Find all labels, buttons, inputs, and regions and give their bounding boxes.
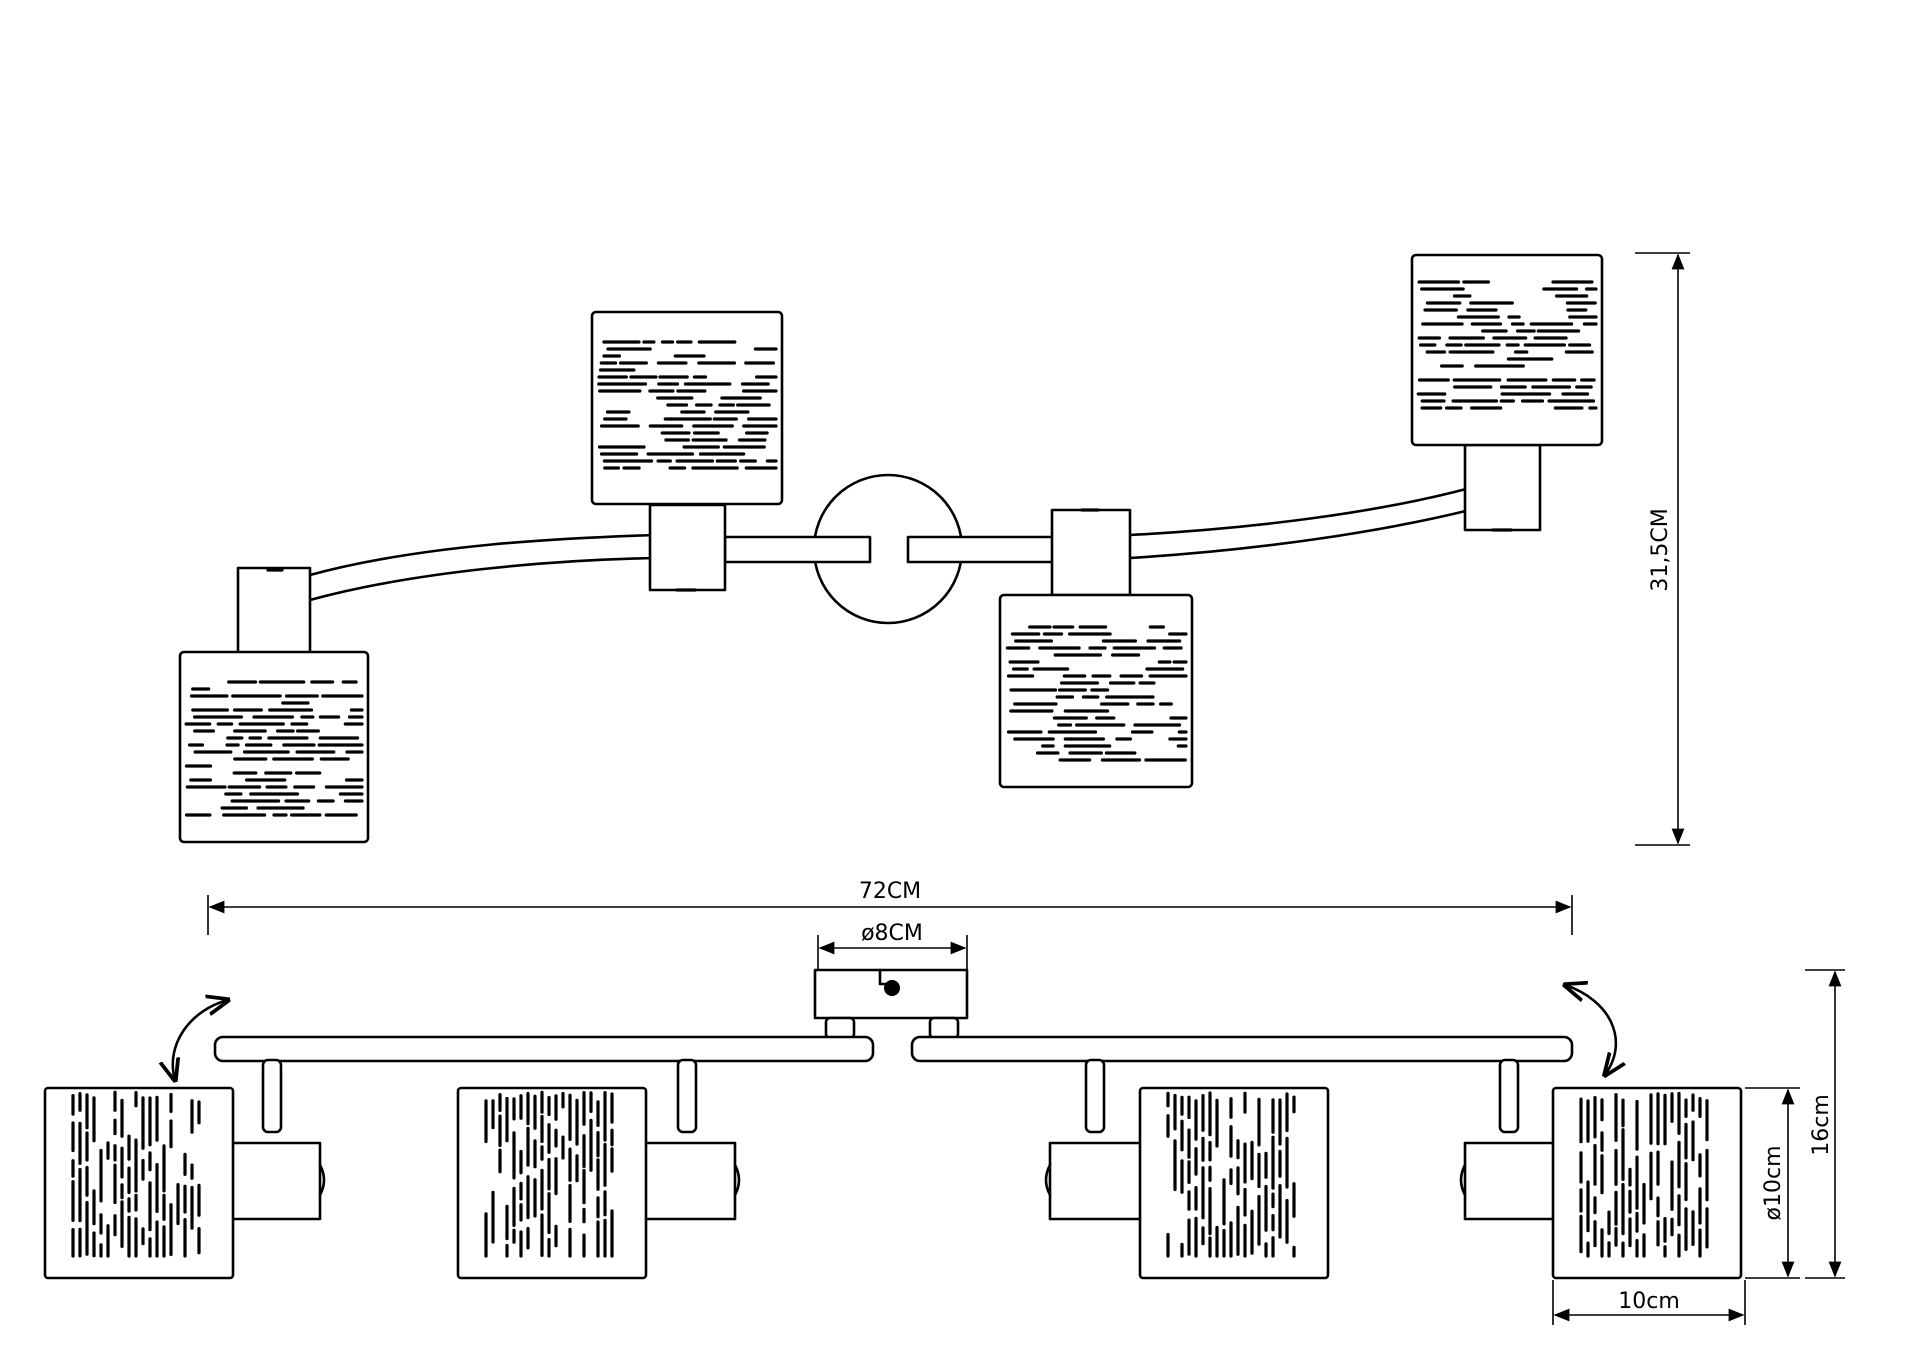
top-arm-right-lower (1128, 508, 1472, 560)
top-arm-left-lower (308, 556, 657, 602)
top-bar-left (723, 535, 872, 564)
side-bar-right (910, 1035, 1574, 1063)
top-shade-1 (178, 650, 370, 844)
dim-base-diameter-label: ø8CM (861, 921, 923, 946)
side-spot-2 (456, 1058, 741, 1280)
top-shade-3 (998, 593, 1194, 789)
dim-shade-width-label: 10cm (1618, 1289, 1680, 1314)
top-holder-2 (648, 503, 727, 592)
dim-height-side: 16cm (1805, 969, 1845, 1279)
top-holder-4 (1463, 443, 1542, 532)
top-holder-3 (1050, 508, 1132, 597)
dim-total-width-label: 72CM (859, 879, 921, 904)
dim-shade-diameter: ø10cm (1745, 1087, 1800, 1279)
dim-total-width: 72CM (207, 879, 1573, 935)
top-holder-1 (236, 566, 312, 660)
dim-shade-diameter-label: ø10cm (1761, 1146, 1786, 1221)
top-bar-right (906, 535, 1060, 564)
dim-height-side-label: 16cm (1809, 1094, 1834, 1156)
top-arm-right-upper (1128, 486, 1472, 537)
dim-base-diameter: ø8CM (817, 921, 968, 970)
side-canopy-screw (884, 980, 900, 996)
dim-shade-width: 10cm (1552, 1280, 1746, 1325)
top-shade-2 (590, 310, 784, 506)
dim-height-top: 31,5CM (1635, 252, 1690, 846)
top-shade-4 (1410, 253, 1604, 447)
side-spot-4 (1459, 1058, 1743, 1280)
rotate-arrow-left (173, 1000, 228, 1080)
side-spot-3 (1044, 1058, 1330, 1280)
dim-height-top-label: 31,5CM (1648, 508, 1673, 591)
side-view (43, 968, 1743, 1280)
rotate-arrow-right (1565, 985, 1616, 1075)
top-view (178, 253, 1604, 844)
top-arm-left-upper (308, 533, 657, 577)
side-spot-1 (43, 1058, 326, 1280)
side-bar-left (213, 1035, 875, 1063)
